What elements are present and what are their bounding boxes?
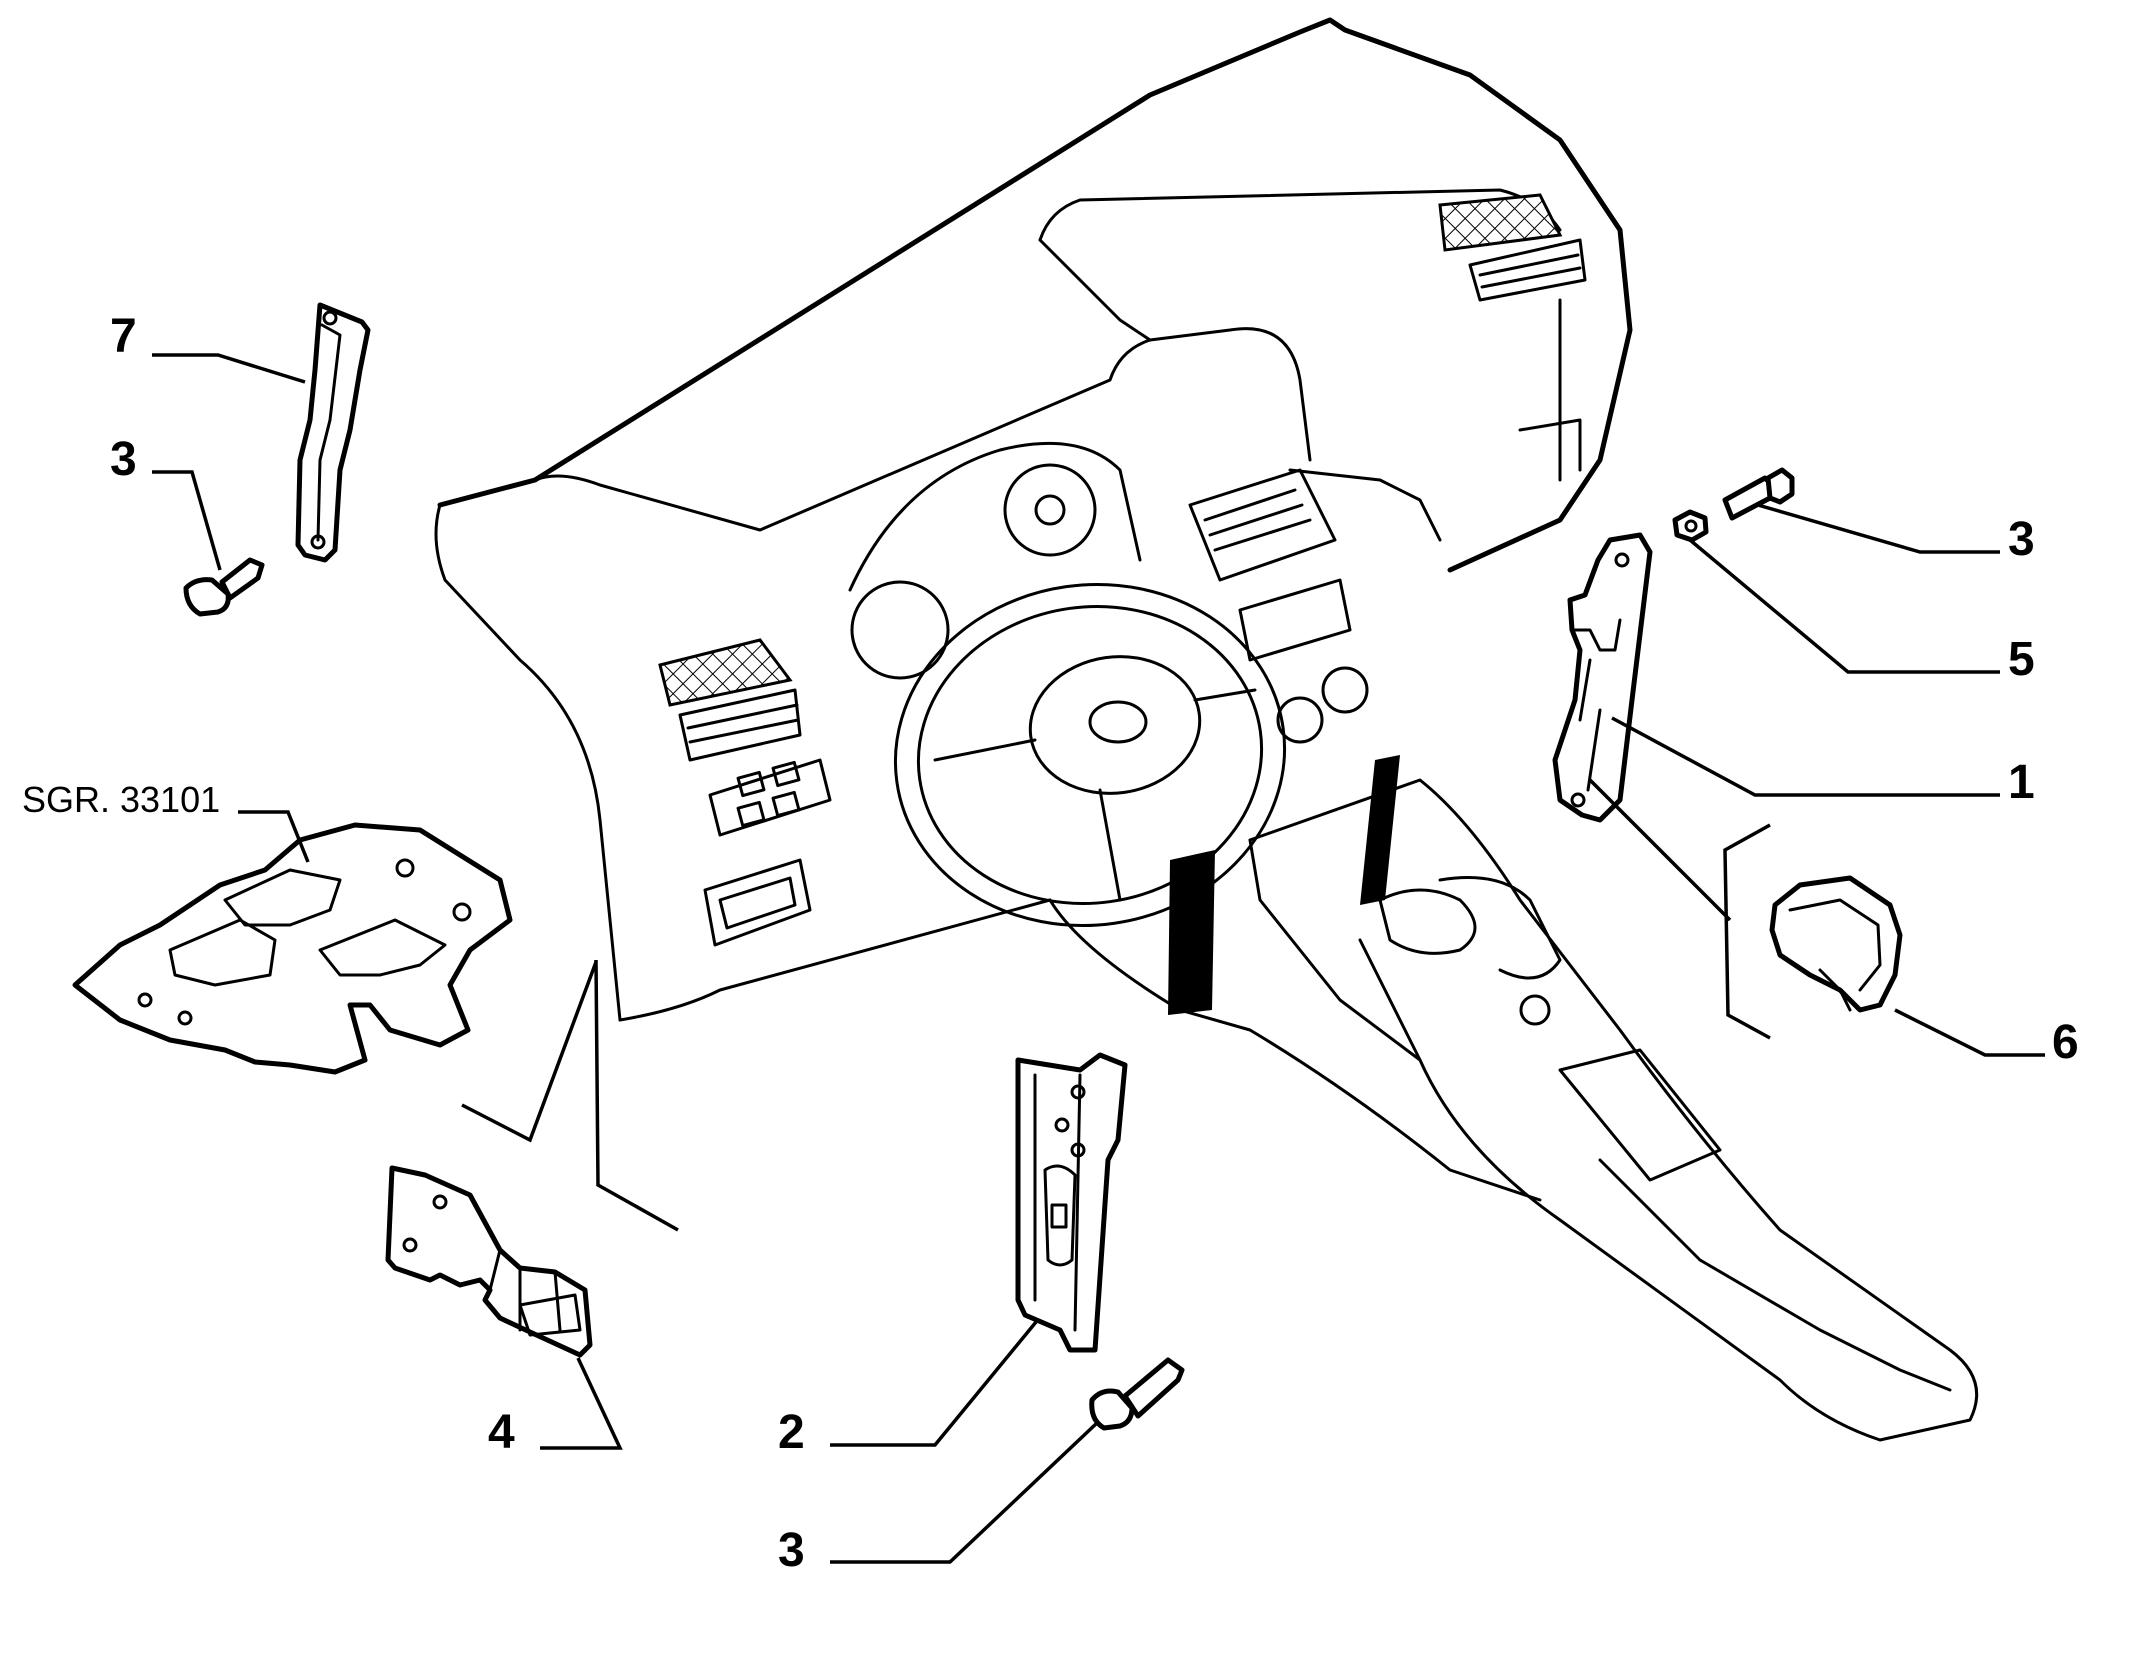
dashboard-assembly — [434, 17, 1979, 1442]
label-part-2: 2 — [778, 1406, 805, 1459]
part-5-nut — [1672, 509, 1709, 543]
label-part-7: 7 — [110, 310, 137, 363]
part-4-bracket — [385, 1165, 593, 1358]
leader-lines — [152, 353, 2045, 1564]
part-3-bolt-bottom — [1089, 1357, 1185, 1431]
label-part-3-bottom: 3 — [778, 1524, 805, 1577]
label-part-5: 5 — [2008, 633, 2035, 686]
part-1-bracket — [1552, 532, 1653, 823]
part-6-housing — [1769, 875, 1903, 1013]
part-3-bolt-upper-left — [183, 557, 265, 617]
label-part-3-upper-right: 3 — [2008, 513, 2035, 566]
sgr-33101-floor-plate — [72, 822, 513, 1075]
part-labels: 7 3 SGR. 33101 4 2 3 3 5 1 6 — [22, 310, 2079, 1577]
label-part-3-upper-left: 3 — [110, 433, 137, 486]
label-part-6: 6 — [2052, 1016, 2079, 1069]
part-7-bracket — [295, 302, 371, 563]
label-part-4: 4 — [488, 1406, 515, 1459]
label-part-1: 1 — [2008, 756, 2035, 809]
part-2-bracket — [1015, 1052, 1128, 1353]
part-3-bolt-upper-right — [1722, 467, 1795, 521]
label-group-reference: SGR. 33101 — [22, 779, 220, 820]
